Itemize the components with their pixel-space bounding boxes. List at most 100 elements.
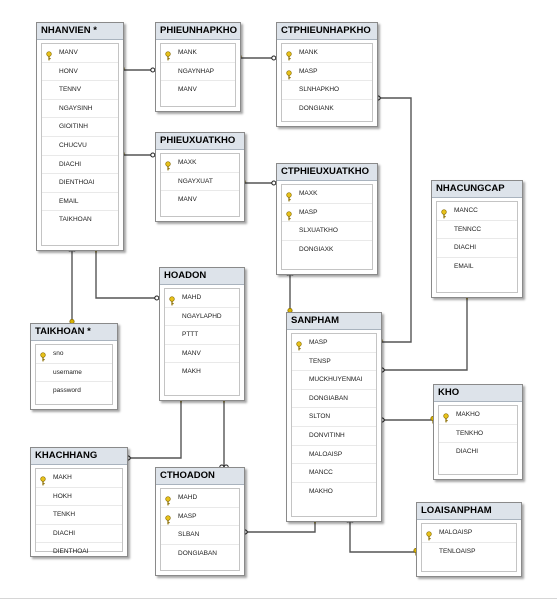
table-title[interactable]: KHO (434, 385, 522, 402)
table-title[interactable]: NHACUNGCAP (432, 181, 522, 198)
column-row[interactable]: EMAIL (42, 193, 118, 212)
column-row[interactable]: NGAYLAPHD (165, 308, 239, 327)
column-row[interactable]: CHUCVU (42, 137, 118, 156)
column-row[interactable]: DONVITINH (292, 427, 376, 446)
column-row[interactable]: MANCC (292, 464, 376, 483)
column-row[interactable]: DONGIABAN (292, 390, 376, 409)
column-row[interactable]: GIOITINH (42, 118, 118, 137)
relationship-nhanvien-taikhoan[interactable] (67, 246, 77, 327)
relationship-ctphieuxuatkho-sanpham[interactable] (285, 270, 295, 316)
column-row[interactable]: MANV (161, 81, 235, 99)
column-row[interactable]: NGAYXUAT (161, 173, 239, 192)
relationship-phieuxuatkho-nhanvien[interactable] (119, 150, 160, 159)
column-row[interactable]: SLXUATKHO (282, 222, 372, 241)
column-row[interactable]: MAKHO (439, 406, 517, 425)
table-title[interactable]: PHIEUXUATKHO (156, 133, 244, 150)
column-name: NGAYSINH (59, 104, 93, 112)
column-row[interactable]: DONGIAXK (282, 241, 372, 259)
column-row[interactable]: MAKHO (292, 483, 376, 501)
table-title[interactable]: CTPHIEUNHAPKHO (277, 23, 377, 40)
key-icon (296, 338, 302, 351)
table-title[interactable]: CTHOADON (156, 468, 244, 485)
column-row[interactable]: TENNV (42, 81, 118, 100)
column-row[interactable]: DONGIABAN (161, 545, 239, 563)
column-row[interactable]: TENKHO (439, 425, 517, 444)
column-row[interactable]: SLBAN (161, 526, 239, 545)
relationship-phieunhapkho-nhanvien[interactable] (119, 65, 160, 74)
relationship-sanpham-nhacungcap[interactable] (375, 291, 470, 373)
column-row[interactable]: password (36, 382, 112, 400)
column-row[interactable]: MAXK (161, 154, 239, 173)
table-title[interactable]: NHANVIEN * (37, 23, 123, 40)
column-row[interactable]: username (36, 364, 112, 383)
relationship-cthoadon-hoadon[interactable] (219, 394, 229, 470)
relationship-ctphieunhapkho-phieunhapkho[interactable] (236, 53, 281, 62)
column-row[interactable]: MAKH (165, 363, 239, 381)
column-row[interactable]: MAKH (36, 469, 122, 488)
column-row[interactable]: NGAYSINH (42, 100, 118, 119)
table-title[interactable]: LOAISANPHAM (417, 503, 521, 520)
column-row[interactable]: MASP (292, 334, 376, 353)
relationship-sanpham-loaisanpham[interactable] (345, 517, 419, 556)
column-row[interactable]: MALOAISP (292, 446, 376, 465)
column-row[interactable]: MAHD (161, 489, 239, 508)
column-name: DIACHI (53, 529, 76, 537)
column-row[interactable]: sno (36, 345, 112, 364)
table-title[interactable]: HOADON (160, 268, 244, 285)
column-row[interactable]: MASP (161, 508, 239, 527)
column-row[interactable]: TENLOAISP (422, 543, 516, 561)
column-row[interactable]: MANV (42, 44, 118, 63)
column-row[interactable]: TENSP (292, 353, 376, 372)
relationship-khachhang-hoadon[interactable] (121, 394, 184, 461)
column-row[interactable]: MANV (165, 345, 239, 364)
column-row[interactable]: EMAIL (437, 258, 517, 276)
table-title[interactable]: KHACHHANG (31, 448, 127, 465)
column-row[interactable]: PTTT (165, 326, 239, 345)
column-row[interactable]: MAHD (165, 289, 239, 308)
table-title[interactable]: PHIEUNHAPKHO (156, 23, 240, 40)
column-row[interactable]: DIACHI (439, 443, 517, 461)
table-title[interactable]: TAIKHOAN * (31, 324, 117, 341)
relationship-sanpham-kho[interactable] (375, 415, 436, 424)
column-row[interactable]: DIACHI (36, 525, 122, 544)
column-row[interactable]: MAXK (282, 185, 372, 204)
column-row[interactable]: DIENTHOAI (36, 543, 122, 561)
column-row[interactable]: MASP (282, 204, 372, 223)
column-row[interactable]: MANCC (437, 202, 517, 221)
column-row[interactable]: SLTON (292, 408, 376, 427)
column-row[interactable]: HONV (42, 63, 118, 82)
column-row[interactable]: MUCKHUYENMAI (292, 371, 376, 390)
column-row[interactable]: SLNHAPKHO (282, 81, 372, 100)
column-row[interactable]: TENNCC (437, 221, 517, 240)
column-row[interactable]: MALOAISP (422, 524, 516, 543)
column-row[interactable]: MANK (161, 44, 235, 63)
column-row[interactable]: TAIKHOAN (42, 211, 118, 229)
column-row[interactable]: DIACHI (437, 239, 517, 258)
column-row[interactable]: MASP (282, 63, 372, 82)
relationship-hoadon-nhanvien[interactable] (93, 244, 164, 301)
column-row[interactable]: MANV (161, 191, 239, 209)
column-row[interactable]: TENKH (36, 506, 122, 525)
column-row[interactable]: HOKH (36, 488, 122, 507)
table-title[interactable]: CTPHIEUXUATKHO (277, 164, 377, 181)
column-row[interactable]: MANK (282, 44, 372, 63)
relationship-ctphieuxuatkho-phieuxuatkho[interactable] (240, 178, 281, 187)
column-row[interactable]: DIACHI (42, 156, 118, 175)
column-row[interactable]: DONGIANK (282, 100, 372, 118)
table-title[interactable]: SANPHAM (287, 313, 381, 330)
column-row[interactable]: NGAYNHAP (161, 63, 235, 82)
column-row[interactable]: DIENTHOAI (42, 174, 118, 193)
